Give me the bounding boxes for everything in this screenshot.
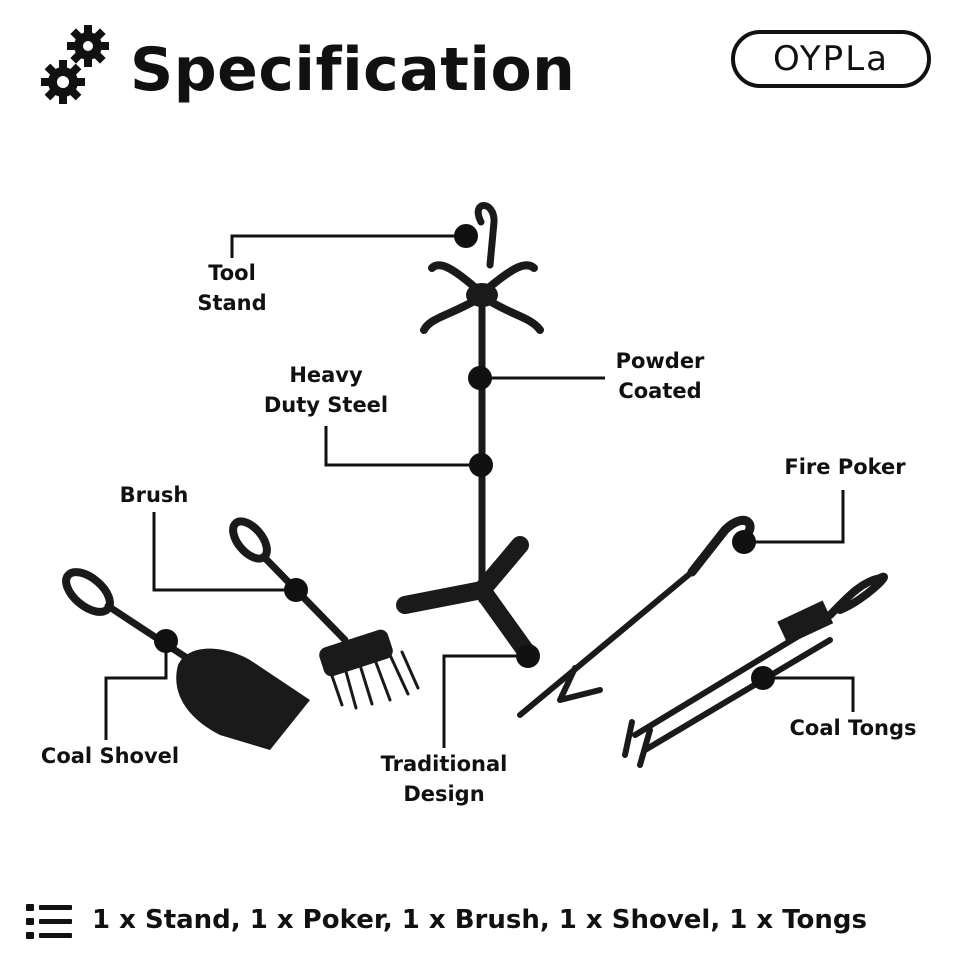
callout-dot-traditional-design xyxy=(516,644,540,668)
coal-shovel xyxy=(62,568,310,750)
callout-dot-fire-poker xyxy=(732,530,756,554)
label-traditional-design-line2: Design xyxy=(403,782,485,806)
label-fire-poker: Fire Poker xyxy=(784,455,906,479)
brush xyxy=(229,517,420,710)
label-tool-stand: Tool Stand xyxy=(192,258,272,318)
label-heavy-duty-steel: Heavy Duty Steel xyxy=(256,360,396,420)
callout-dot-coal-shovel xyxy=(154,629,178,653)
list-icon xyxy=(26,904,72,939)
callout-dot-powder-coated xyxy=(468,366,492,390)
package-contents: 1 x Stand, 1 x Poker, 1 x Brush, 1 x Sho… xyxy=(92,905,867,935)
label-powder-coated-line1: Powder xyxy=(615,349,705,373)
callout-dot-heavy-duty xyxy=(469,453,493,477)
page-title: Specification xyxy=(130,35,576,105)
callout-dot-coal-tongs xyxy=(751,666,775,690)
label-traditional-design-line1: Traditional xyxy=(380,752,508,776)
label-tool-stand-line2: Stand xyxy=(197,291,267,315)
label-coal-shovel: Coal Shovel xyxy=(40,744,180,768)
label-powder-coated-line2: Coated xyxy=(618,379,702,403)
gears-icon xyxy=(41,25,109,104)
callout-dot-tool-stand xyxy=(454,224,478,248)
label-tool-stand-line1: Tool xyxy=(208,261,256,285)
coal-tongs xyxy=(622,572,888,768)
callout-dot-brush xyxy=(284,578,308,602)
label-heavy-duty-line1: Heavy xyxy=(289,363,363,387)
label-traditional-design: Traditional Design xyxy=(370,749,518,809)
label-powder-coated: Powder Coated xyxy=(606,346,714,406)
product-illustration xyxy=(62,202,888,768)
brand-logo: OYPLa xyxy=(731,30,931,88)
tool-stand xyxy=(396,202,544,659)
label-heavy-duty-line2: Duty Steel xyxy=(263,393,389,417)
label-brush: Brush xyxy=(119,483,189,507)
label-coal-tongs: Coal Tongs xyxy=(789,716,917,740)
